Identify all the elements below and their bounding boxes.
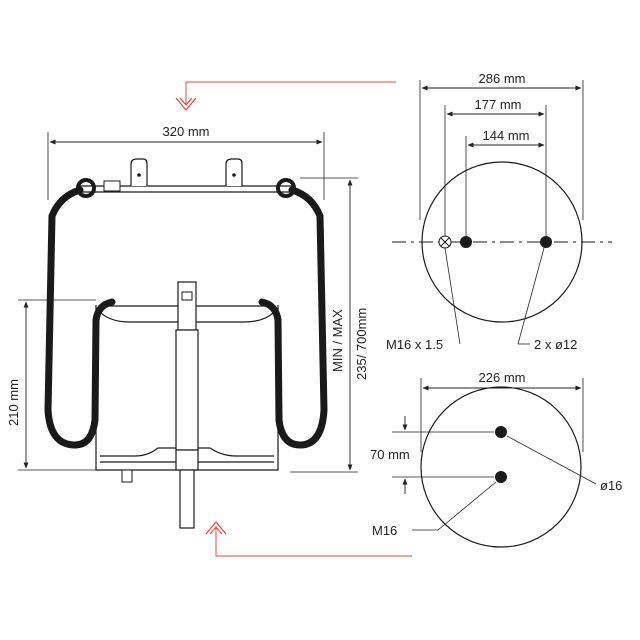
piston: [95, 281, 279, 529]
stud-hole-right: [540, 236, 552, 248]
width-label: 320 mm: [163, 124, 210, 139]
bottom-outer-dia-label: 226 mm: [479, 370, 526, 385]
bellows-outline: [44, 186, 328, 449]
bottom-hole-lower: [495, 471, 507, 483]
top-bolt-span-label: 177 mm: [475, 97, 522, 112]
stroke-label: MIN / MAX: [330, 309, 345, 372]
top-holes-label: 2 x ø12: [534, 337, 577, 352]
height-dimension: 210 mm: [6, 299, 96, 471]
top-plate: [76, 158, 296, 198]
top-thread-label: M16 x 1.5: [386, 337, 443, 352]
bottom-plate-view: 226 mm 70 mm ø16 M16: [370, 370, 622, 548]
height-label: 210 mm: [6, 379, 21, 426]
stroke-value-label: 235/ 700mm: [354, 308, 369, 380]
stud-hole-left: [460, 236, 472, 248]
top-outer-dia-label: 286 mm: [479, 71, 526, 86]
top-view-reference: [175, 81, 396, 111]
width-dimension: 320 mm: [47, 124, 325, 200]
air-spring-side-view: 320 mm 210 mm MIN / MAX 235/ 700mm: [6, 124, 369, 529]
top-stud-span-label: 144 mm: [483, 128, 530, 143]
bottom-hole-upper: [495, 426, 507, 438]
bottom-view-reference: [205, 521, 412, 557]
top-plate-view: 286 mm 177 mm 144 mm M16 x 1.5 2 x ø12: [386, 71, 612, 352]
bottom-plate-circle: [420, 386, 582, 548]
stroke-dimension: MIN / MAX 235/ 700mm: [290, 177, 369, 473]
bottom-thread-label: M16: [372, 523, 397, 538]
bottom-hole-spacing-label: 70 mm: [370, 447, 410, 462]
bottom-hole-label: ø16: [600, 478, 622, 493]
